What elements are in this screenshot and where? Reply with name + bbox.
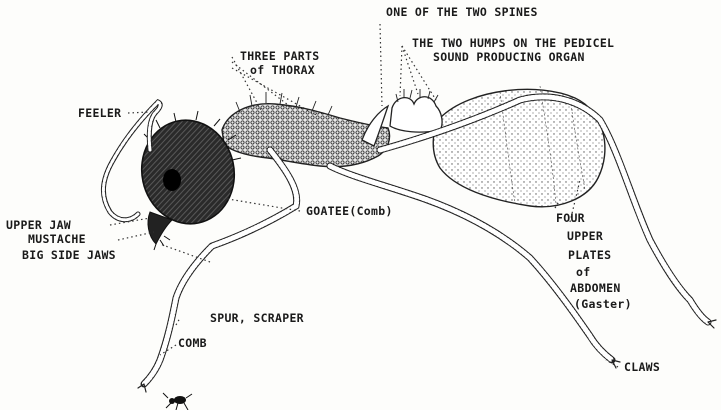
label-gaster: (Gaster): [574, 298, 632, 311]
label-of-thorax: of THORAX: [250, 64, 315, 77]
label-spur-scraper: SPUR, SCRAPER: [210, 312, 304, 325]
label-goatee-comb: GOATEE(Comb): [306, 205, 393, 218]
label-abdomen: ABDOMEN: [570, 282, 621, 295]
label-feeler: FEELER: [78, 107, 121, 120]
label-big-side-jaws: BIG SIDE JAWS: [22, 249, 116, 262]
label-three-parts: THREE PARTS: [240, 50, 319, 63]
label-mustache: MUSTACHE: [28, 233, 86, 246]
label-comb: COMB: [178, 337, 207, 350]
label-upper: UPPER: [567, 230, 603, 243]
label-sound-producing-organ: SOUND PRODUCING ORGAN: [433, 51, 585, 64]
label-four: FOUR: [556, 212, 585, 225]
label-of: of: [576, 266, 590, 279]
label-upper-jaw: UPPER JAW: [6, 219, 71, 232]
label-one-of-two-spines: ONE OF THE TWO SPINES: [386, 6, 538, 19]
eye: [163, 169, 181, 191]
label-claws: CLAWS: [624, 361, 660, 374]
small-ant-silhouette: [163, 393, 192, 410]
label-two-humps-pedicel: THE TWO HUMPS ON THE PEDICEL: [412, 37, 614, 50]
label-plates: PLATES: [568, 249, 611, 262]
